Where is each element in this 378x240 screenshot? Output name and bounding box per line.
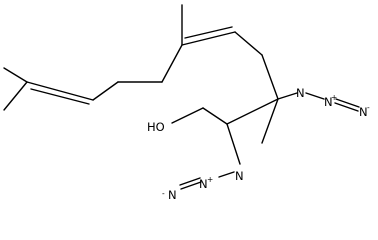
hydroxyl-label: HO: [147, 120, 165, 134]
bond: [226, 98, 279, 125]
bond: [202, 107, 228, 125]
molecule-structure: HO N N + N - N N + - N: [3, 4, 370, 202]
double-bond-inner: [184, 26, 233, 39]
bond: [92, 81, 119, 101]
azide-triple-bond-a: [180, 181, 202, 190]
azide-1-n2-charge: +: [331, 93, 337, 102]
bond: [161, 44, 183, 83]
azide-bond: [305, 92, 325, 100]
bond: [277, 92, 298, 100]
bond: [261, 54, 279, 100]
bond: [181, 31, 236, 46]
azide-triple-bond-b: [179, 177, 201, 186]
azide-1-n3-label: N: [359, 105, 368, 119]
bond: [3, 67, 28, 83]
bond: [261, 98, 279, 144]
azide-triple-bond-a: [334, 102, 359, 112]
bond: [171, 107, 204, 124]
bond: [3, 81, 28, 111]
azide-1-n2-label: N: [324, 95, 333, 109]
azide-2-n3-label: N: [168, 188, 177, 202]
bond: [26, 81, 94, 101]
bond: [234, 31, 263, 56]
double-bond-inner: [30, 88, 90, 105]
azide-2-n2-charge: +: [207, 175, 213, 184]
azide-1-n1-label: N: [296, 86, 305, 100]
azide-1-n3-charge: -: [367, 103, 370, 112]
azide-triple-bond-b: [335, 98, 360, 108]
bond: [226, 123, 241, 165]
azide-bond: [218, 171, 235, 178]
azide-2-n3-charge: -: [162, 189, 165, 198]
azide-2-n1-label: N: [235, 169, 244, 183]
azide-2-n2-label: N: [199, 177, 208, 191]
